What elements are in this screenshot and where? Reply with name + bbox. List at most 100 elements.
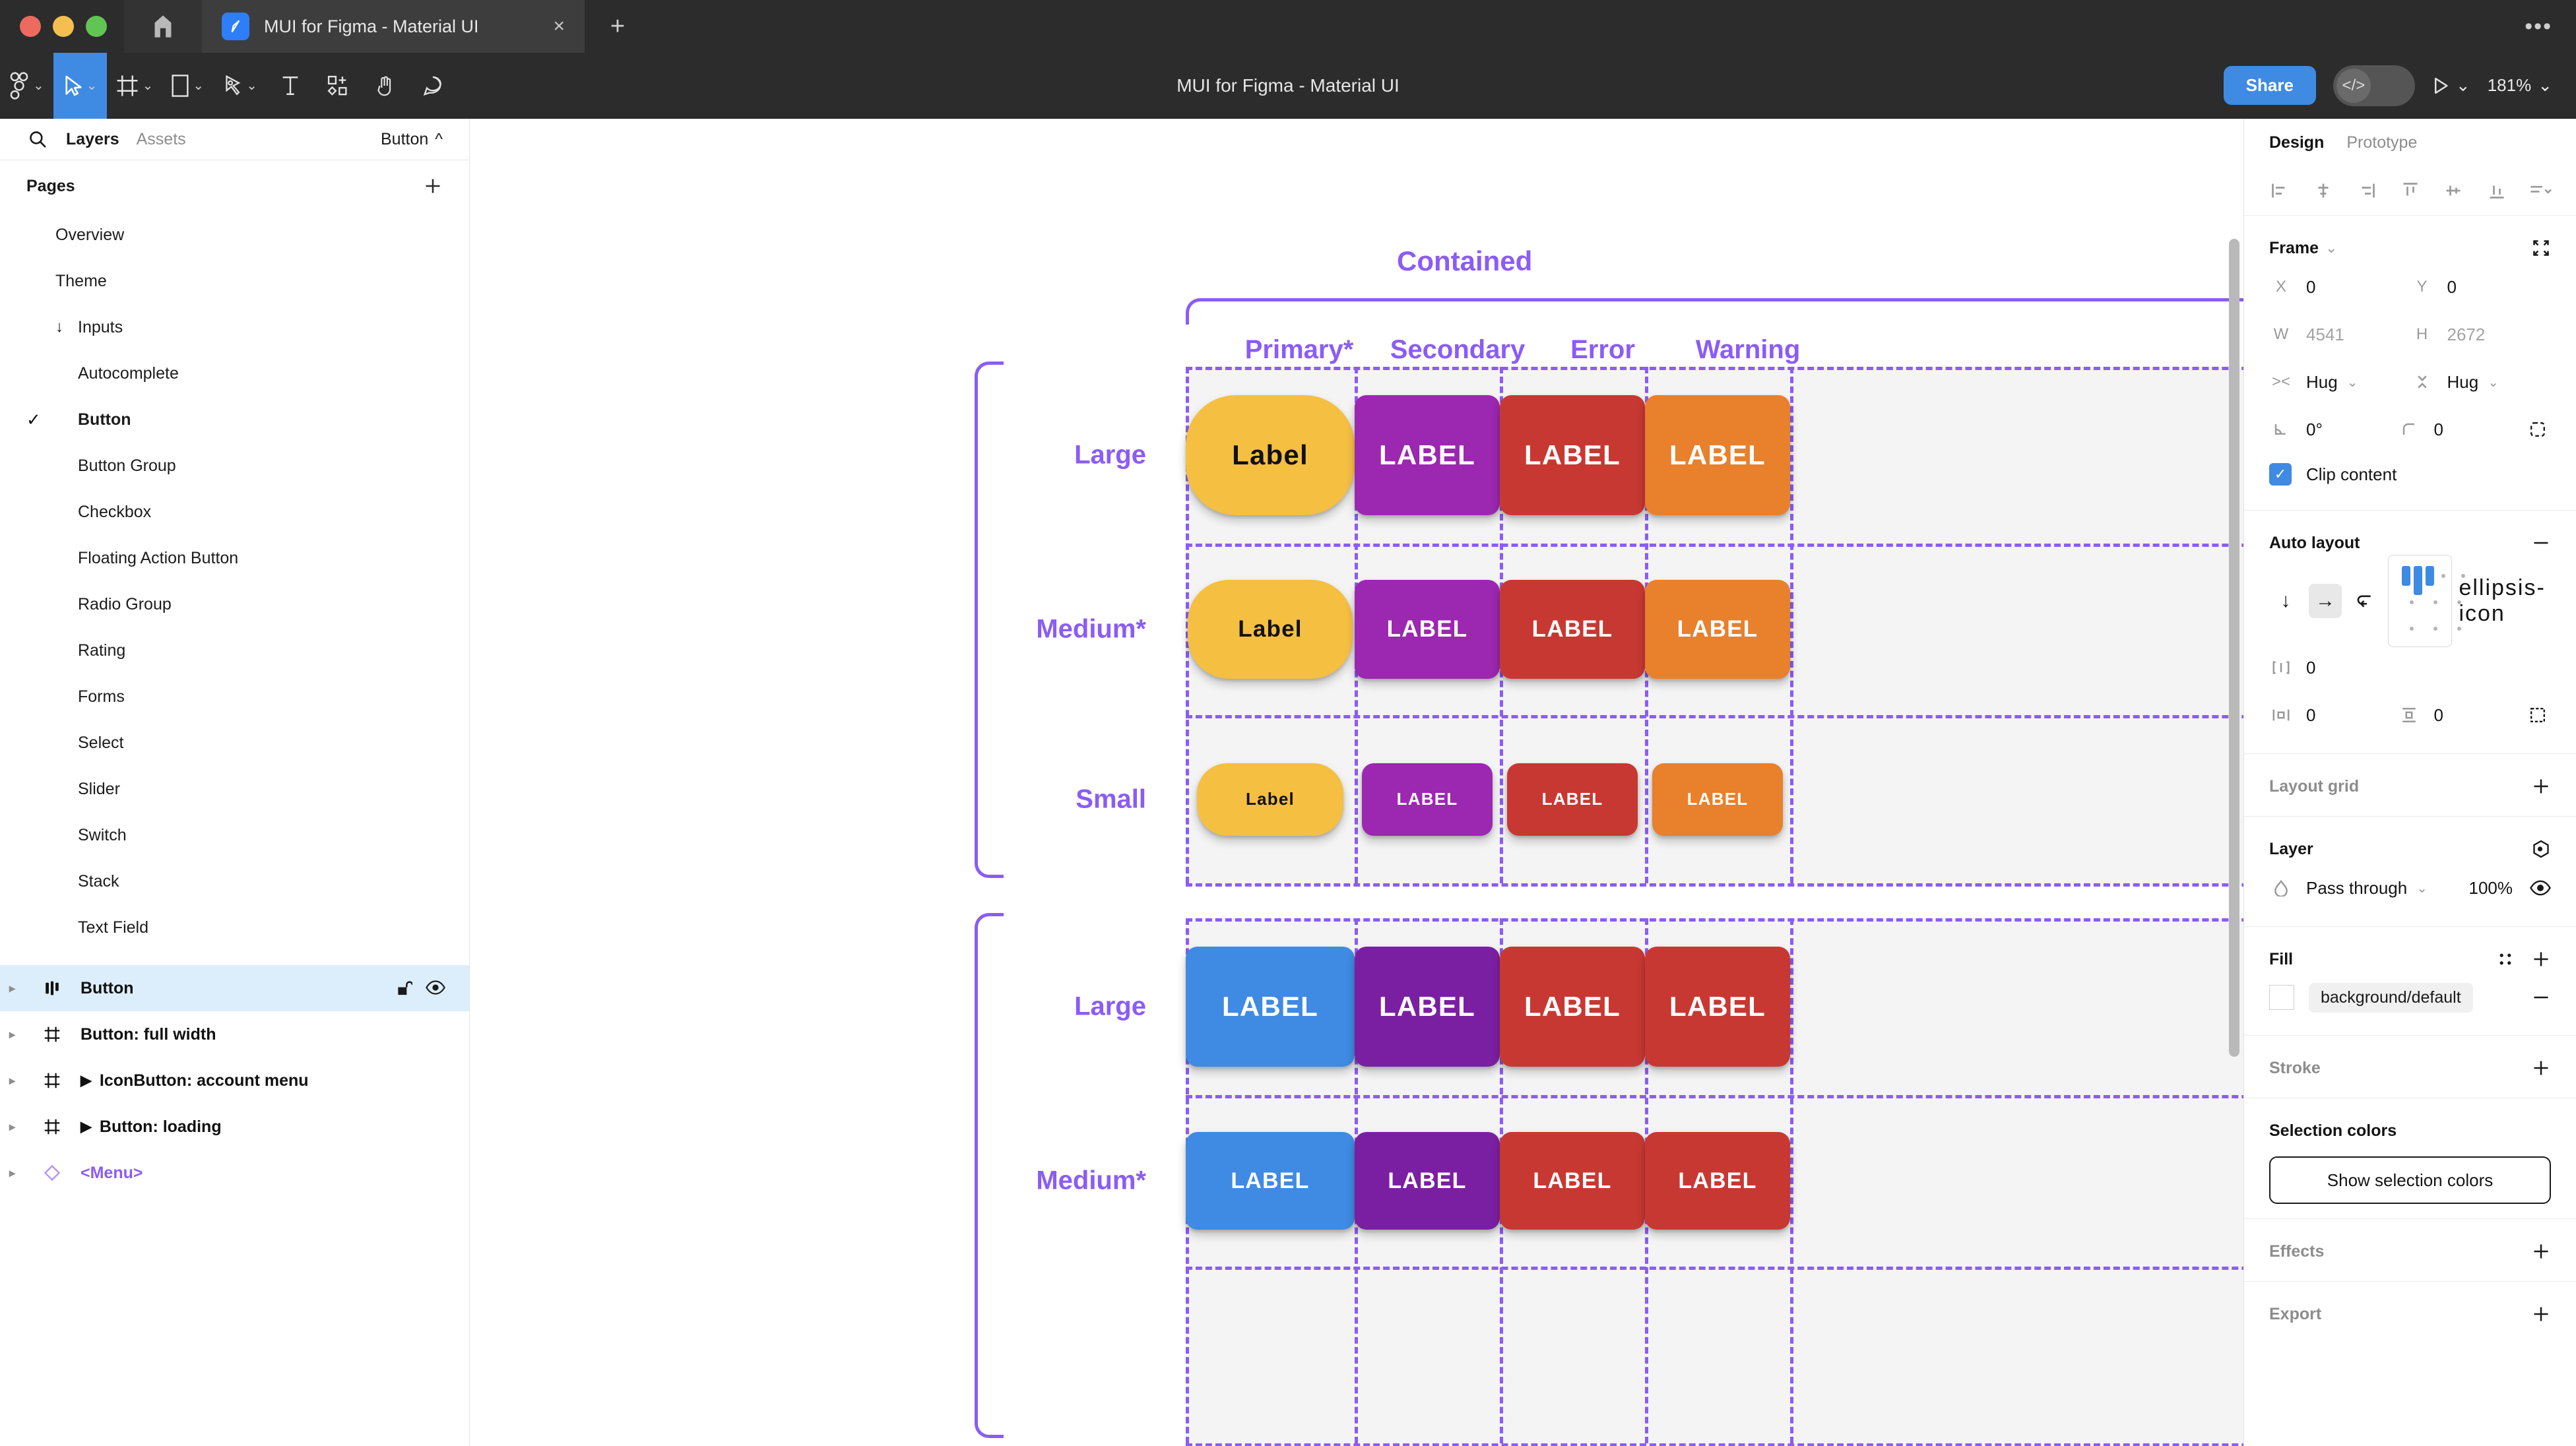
layer-item[interactable]: ▸▶IconButton: account menu <box>0 1057 469 1104</box>
direction-vertical-button[interactable]: ↓ <box>2280 590 2291 612</box>
comment-tool-button[interactable] <box>409 53 457 119</box>
horizontal-resize-dropdown[interactable]: >< Hug ⌄ <box>2269 372 2410 393</box>
minimize-window-button[interactable] <box>53 16 74 37</box>
plus-icon[interactable] <box>2531 776 2551 796</box>
active-page-chip[interactable]: Button ^ <box>381 130 443 149</box>
material-button[interactable]: Label <box>1188 580 1353 679</box>
show-selection-colors-button[interactable]: Show selection colors <box>2269 1156 2551 1204</box>
material-button[interactable]: LABEL <box>1355 947 1500 1067</box>
maximize-window-button[interactable] <box>86 16 107 37</box>
layer-item[interactable]: ▸Button: full width <box>0 1011 469 1057</box>
material-button[interactable]: LABEL <box>1645 1132 1790 1230</box>
dev-mode-toggle[interactable]: </> <box>2333 65 2415 106</box>
rotation-value[interactable]: 0° <box>2306 419 2323 439</box>
zoom-level-dropdown[interactable]: 181% ⌄ <box>2488 75 2552 96</box>
material-button[interactable]: LABEL <box>1355 395 1500 515</box>
y-value[interactable]: 0 <box>2447 276 2457 297</box>
y-field[interactable]: Y 0 <box>2410 277 2552 298</box>
new-tab-button[interactable]: + <box>610 12 626 40</box>
material-button[interactable]: LABEL <box>1355 1132 1500 1230</box>
expand-arrow-icon[interactable]: ▸ <box>9 1166 16 1179</box>
page-item-slider[interactable]: Slider <box>0 766 469 812</box>
width-field[interactable]: W 4541 <box>2269 325 2410 345</box>
plus-icon[interactable] <box>2531 1304 2551 1324</box>
align-bottom-icon[interactable] <box>2477 181 2517 201</box>
material-button[interactable]: LABEL <box>1500 947 1645 1067</box>
page-item-checkbox[interactable]: Checkbox <box>0 489 469 535</box>
browser-overflow-menu[interactable]: ••• <box>2525 13 2552 39</box>
vertical-resize-dropdown[interactable]: Hug ⌄ <box>2410 372 2552 393</box>
material-button[interactable]: LABEL <box>1355 580 1500 679</box>
layer-settings-icon[interactable] <box>2531 839 2551 859</box>
page-item-select[interactable]: Select <box>0 720 469 766</box>
auto-layout-alignment-pad[interactable] <box>2388 555 2465 647</box>
h-value[interactable]: 2672 <box>2447 324 2486 344</box>
style-grid-icon[interactable] <box>2497 951 2514 968</box>
material-button[interactable]: LABEL <box>1500 395 1645 515</box>
direction-horizontal-button[interactable]: → <box>2309 584 2342 618</box>
frame-name-label[interactable]: Contained <box>1397 245 1533 276</box>
plus-icon[interactable] <box>2531 949 2551 969</box>
x-value[interactable]: 0 <box>2306 276 2316 297</box>
page-item-button-group[interactable]: Button Group <box>0 443 469 489</box>
frame-tool-button[interactable]: ⌄ <box>107 53 163 119</box>
unlock-icon[interactable] <box>395 980 412 997</box>
present-button[interactable]: ⌄ <box>2432 75 2470 96</box>
pen-tool-button[interactable]: ⌄ <box>213 53 267 119</box>
text-tool-button[interactable] <box>267 53 314 119</box>
page-item-rating[interactable]: Rating <box>0 627 469 674</box>
material-button[interactable]: LABEL <box>1645 395 1790 515</box>
height-field[interactable]: H 2672 <box>2410 325 2552 345</box>
opacity-value[interactable]: 100% <box>2468 877 2513 898</box>
corner-radius-value[interactable]: 0 <box>2433 419 2443 439</box>
expand-arrow-icon[interactable]: ▸ <box>9 1027 16 1041</box>
chevron-down-icon[interactable]: ⌄ <box>2325 239 2338 256</box>
search-icon[interactable] <box>26 128 49 150</box>
minus-icon[interactable] <box>2531 533 2551 553</box>
horizontal-padding-value[interactable]: 0 <box>2306 705 2316 725</box>
distribute-menu-icon[interactable] <box>2521 181 2560 201</box>
minus-icon[interactable] <box>2531 988 2551 1007</box>
resources-tool-button[interactable] <box>314 53 362 119</box>
ellipsis-icon[interactable]: ellipsis-icon <box>2459 575 2546 626</box>
move-tool-button[interactable]: ⌄ <box>53 52 107 119</box>
tab-assets[interactable]: Assets <box>136 129 186 148</box>
clip-content-row[interactable]: ✓ Clip content <box>2269 453 2551 495</box>
fill-style-name[interactable]: background/default <box>2309 982 2473 1013</box>
align-right-icon[interactable] <box>2347 181 2387 201</box>
tab-design[interactable]: Design <box>2269 133 2325 152</box>
align-top-icon[interactable] <box>2391 181 2430 201</box>
vertical-padding-field[interactable]: 0 <box>2397 705 2525 726</box>
plus-icon[interactable] <box>2531 1058 2551 1078</box>
page-item-stack[interactable]: Stack <box>0 858 469 904</box>
direction-wrap-button[interactable] <box>2348 584 2381 618</box>
shape-tool-button[interactable]: ⌄ <box>162 53 213 119</box>
x-field[interactable]: X 0 <box>2269 277 2410 298</box>
layer-item[interactable]: ▸<Menu> <box>0 1150 469 1196</box>
close-tab-button[interactable]: × <box>553 15 565 37</box>
rotation-field[interactable]: 0° <box>2269 420 2397 440</box>
material-button[interactable]: Label <box>1197 763 1343 836</box>
tab-layers[interactable]: Layers <box>66 129 119 148</box>
expand-arrow-icon[interactable]: ▸ <box>9 1119 16 1133</box>
material-button[interactable]: LABEL <box>1186 947 1355 1067</box>
material-button[interactable]: LABEL <box>1500 580 1645 679</box>
material-button[interactable]: LABEL <box>1186 1132 1355 1230</box>
material-button[interactable]: LABEL <box>1507 763 1638 836</box>
material-button[interactable]: LABEL <box>1645 947 1790 1067</box>
page-item-text-field[interactable]: Text Field <box>0 904 469 951</box>
expand-arrow-icon[interactable]: ▸ <box>9 981 16 995</box>
material-button[interactable]: LABEL <box>1645 580 1790 679</box>
page-item-radio-group[interactable]: Radio Group <box>0 581 469 627</box>
expand-arrow-icon[interactable]: ▸ <box>9 1073 16 1087</box>
page-item-theme[interactable]: Theme <box>0 258 469 304</box>
blend-mode-dropdown[interactable]: Pass through ⌄ <box>2269 878 2457 898</box>
layer-item[interactable]: ▸Button <box>0 965 469 1011</box>
plus-icon[interactable] <box>423 176 443 196</box>
gap-value[interactable]: 0 <box>2306 657 2316 677</box>
browser-tab[interactable]: MUI for Figma - Material UI × <box>202 0 585 53</box>
home-button[interactable] <box>124 0 202 53</box>
page-item-overview[interactable]: Overview <box>0 212 469 258</box>
vertical-padding-value[interactable]: 0 <box>2433 705 2443 725</box>
material-button[interactable]: Label <box>1186 395 1355 515</box>
